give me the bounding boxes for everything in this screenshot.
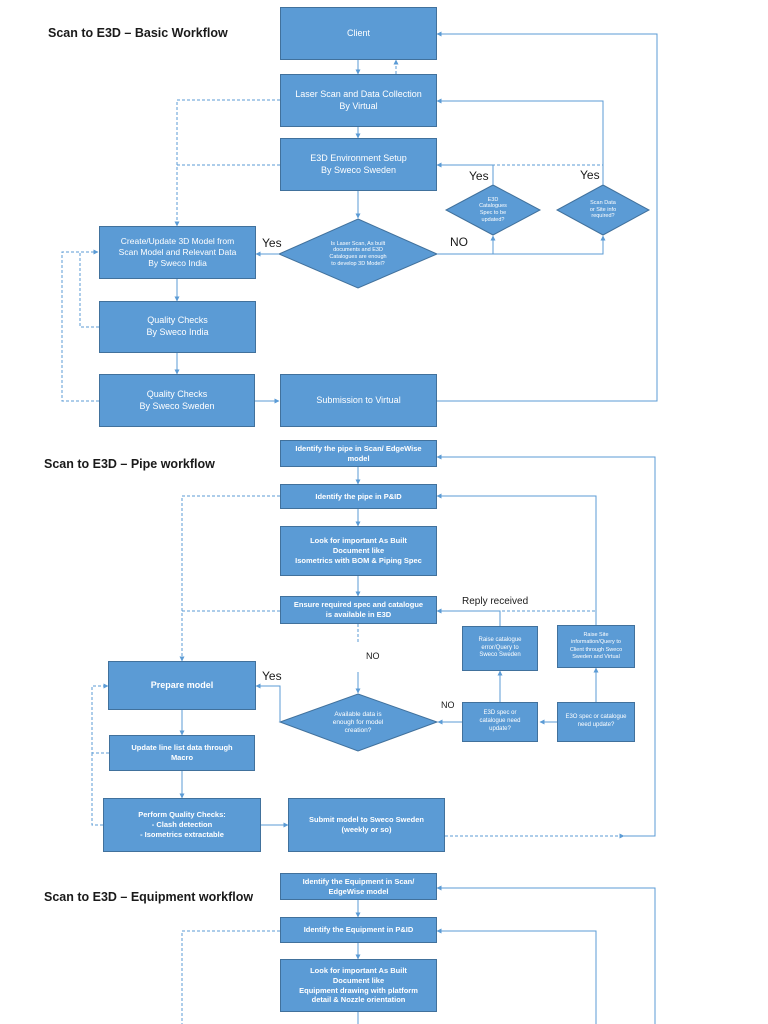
pipe-update-line-box[interactable]: Update line list data through Macro [109, 735, 255, 771]
qc-sweden-box[interactable]: Quality Checks By Sweco Sweden [99, 374, 255, 427]
label-reply-received: Reply received [462, 596, 529, 607]
decision-available-diamond[interactable] [278, 693, 439, 752]
pipe-workflow-title: Scan to E3D – Pipe workflow [44, 457, 215, 471]
label-yes-prepare: Yes [262, 669, 282, 683]
pipe-ensure-spec-box[interactable]: Ensure required spec and catalogue is av… [280, 596, 437, 624]
equipment-as-built-box[interactable]: Look for important As Built Document lik… [280, 959, 437, 1012]
label-no-main: NO [450, 235, 468, 249]
connectors [61, 31, 658, 1024]
pipe-prepare-model-box[interactable]: Prepare model [108, 661, 256, 710]
laser-scan-box[interactable]: Laser Scan and Data Collection By Virtua… [280, 74, 437, 127]
pipe-perform-qc-box[interactable]: Perform Quality Checks: - Clash detectio… [103, 798, 261, 852]
pipe-identify-scan-box[interactable]: Identify the pipe in Scan/ EdgeWise mode… [280, 440, 437, 467]
create-model-box[interactable]: Create/Update 3D Model from Scan Model a… [99, 226, 256, 279]
label-no-down: NO [366, 651, 380, 661]
equipment-workflow-title: Scan to E3D – Equipment workflow [44, 890, 254, 904]
client-box[interactable]: Client [280, 7, 437, 60]
pipe-e3o-spec-box[interactable]: E3O spec or catalogue need update? [557, 702, 635, 742]
equipment-identify-scan-box[interactable]: Identify the Equipment in Scan/ EdgeWise… [280, 873, 437, 900]
e3d-setup-box[interactable]: E3D Environment Setup By Sweco Sweden [280, 138, 437, 191]
pipe-identify-pid-box[interactable]: Identify the pipe in P&ID [280, 484, 437, 509]
equipment-identify-pid-box[interactable]: Identify the Equipment in P&ID [280, 917, 437, 943]
pipe-submit-box[interactable]: Submit model to Sweco Sweden (weekly or … [288, 798, 445, 852]
decision-catalogues-diamond[interactable] [444, 184, 542, 236]
pipe-raise-catalogue-box[interactable]: Raise catalogue error/Query to Sweco Swe… [462, 626, 538, 671]
qc-india-box[interactable]: Quality Checks By Sweco India [99, 301, 256, 353]
label-yes-catalogue: Yes [469, 169, 489, 183]
decision-scan-data-diamond[interactable] [555, 184, 651, 236]
label-yes-model: Yes [262, 236, 282, 250]
diamonds [277, 184, 651, 752]
pipe-raise-site-box[interactable]: Raise Site information/Query to Client t… [557, 625, 635, 668]
pipe-e3d-spec-box[interactable]: E3D spec or catalogue need update? [462, 702, 538, 742]
label-yes-scan: Yes [580, 168, 600, 182]
decision-laser-diamond[interactable] [277, 218, 439, 289]
label-no-side: NO [441, 700, 455, 710]
submission-box[interactable]: Submission to Virtual [280, 374, 437, 427]
pipe-as-built-box[interactable]: Look for important As Built Document lik… [280, 526, 437, 576]
basic-workflow-title: Scan to E3D – Basic Workflow [48, 26, 228, 40]
